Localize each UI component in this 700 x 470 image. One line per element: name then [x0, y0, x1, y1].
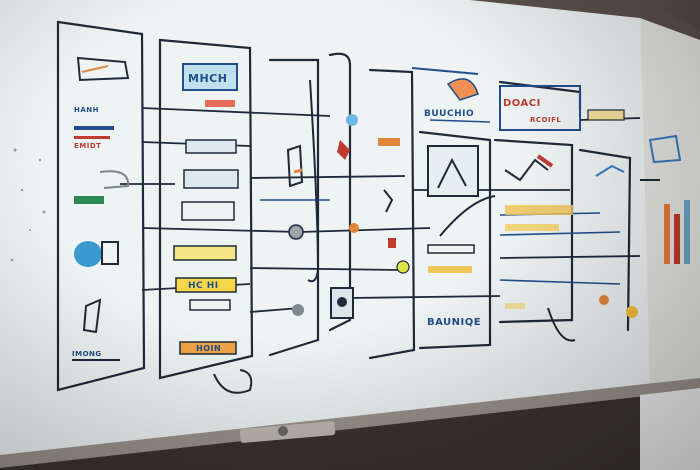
label-bottom-left: IMONG [72, 350, 102, 358]
right-area [499, 85, 690, 342]
left-column-lines [56, 20, 632, 392]
title-card [499, 85, 581, 131]
pill-box-2 [183, 169, 239, 189]
trend-line [504, 158, 549, 182]
blue-dot [346, 114, 358, 126]
label-center-top: BUUCHIO [424, 109, 474, 119]
cloud-icon [99, 170, 130, 189]
globe-icon [74, 241, 102, 267]
hand-icon [82, 298, 102, 334]
label-yellow-2: HOIN [196, 344, 221, 353]
label-top-right: DOACI [503, 98, 541, 109]
orange-box [179, 341, 237, 355]
notebook-icon [446, 78, 479, 101]
ceiling-shadow [470, 0, 700, 40]
board-smudges [10, 148, 46, 262]
label-top-right-sub: RCOIFL [530, 116, 561, 124]
pill-box-3 [181, 201, 235, 221]
header-box [182, 63, 238, 91]
third-column-icons [286, 79, 359, 319]
label-mid-left-2: EMIDT [74, 142, 101, 150]
orange-dot [349, 223, 359, 233]
blue-chart-icon [648, 134, 682, 164]
board-tray [0, 378, 700, 470]
orange-bar [505, 205, 573, 215]
yellow-dot [396, 260, 410, 274]
yellow-box-1 [173, 245, 237, 261]
fourth-column [378, 67, 496, 274]
board-right-shade [640, 0, 700, 385]
chart-sketch-box [427, 145, 479, 197]
label-yellow-1: HC HI [188, 281, 219, 291]
yellow-box-2 [175, 277, 237, 293]
document-icon [76, 56, 130, 82]
pen-icon [286, 144, 304, 188]
second-column-boxes [173, 63, 253, 394]
red-icon [337, 140, 350, 160]
green-block-icon [74, 196, 104, 204]
lower-wall [0, 390, 700, 470]
label-top-box: MHCH [188, 72, 227, 85]
pill-box-1 [185, 139, 237, 154]
marker-cap [278, 426, 288, 436]
label-bottom-center: BAUNIQE [427, 317, 481, 328]
left-icons [72, 56, 130, 361]
node-dot [292, 304, 304, 316]
node-dot [288, 224, 304, 240]
paper-on-wall [640, 388, 700, 470]
label-mid-left-1: HANH [74, 106, 99, 114]
pencil-icon [81, 65, 109, 73]
